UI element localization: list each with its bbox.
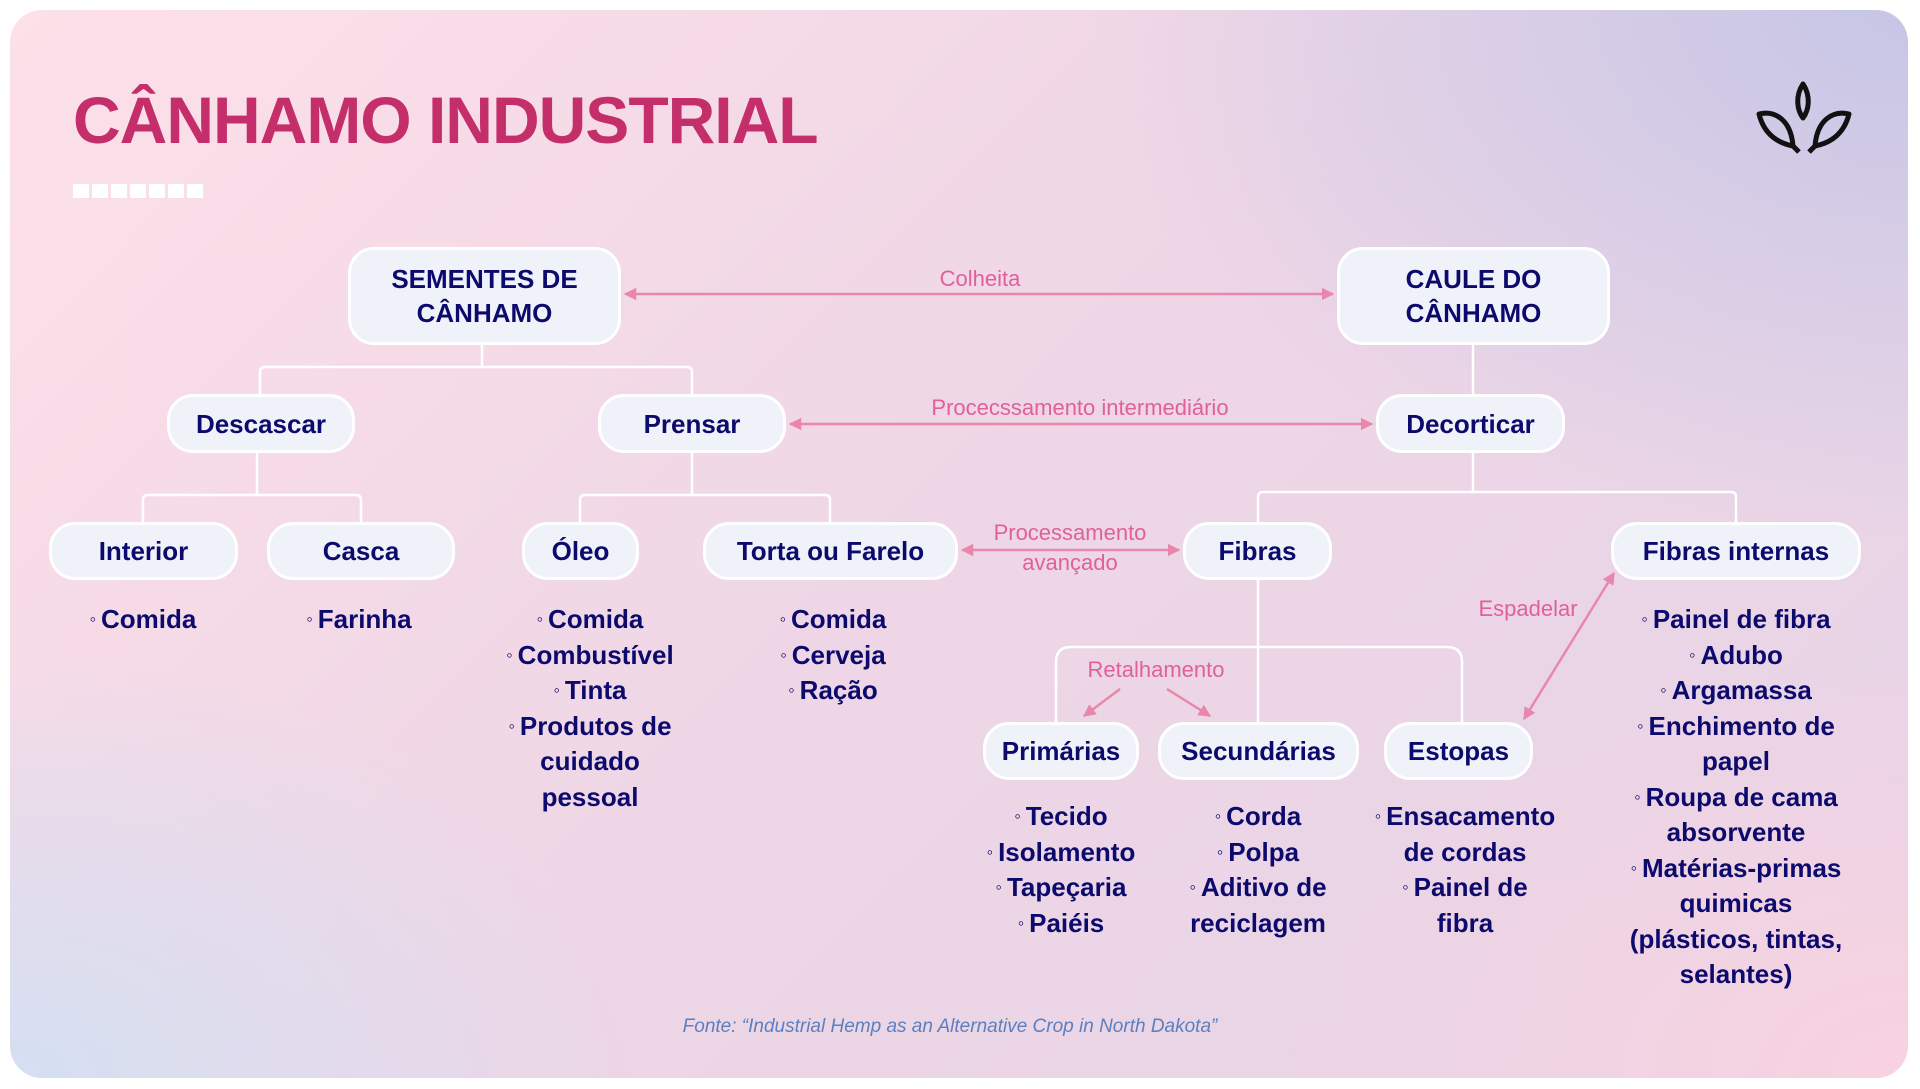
node-estopas: Estopas [1384, 722, 1533, 780]
decorative-squares [73, 184, 203, 198]
label-avancado-2: avançado [1022, 550, 1118, 575]
node-casca: Casca [267, 522, 455, 580]
label-intermediario: Procecssamento intermediário [931, 395, 1229, 420]
node-torta: Torta ou Farelo [703, 522, 958, 580]
node-sementes: SEMENTES DE CÂNHAMO [348, 247, 621, 345]
list-interior: Comida [90, 602, 196, 638]
node-secundarias: Secundárias [1158, 722, 1359, 780]
list-item: Produtos de [506, 709, 673, 745]
process-arrows [623, 287, 1616, 721]
list-item: de cordas [1403, 836, 1527, 867]
list-casca: Farinha [306, 602, 412, 638]
node-prensar: Prensar [598, 394, 786, 453]
node-interior: Interior [49, 522, 238, 580]
node-caule: CAULE DO CÂNHAMO [1337, 247, 1610, 345]
list-item: Aditivo de [1189, 870, 1327, 906]
list-item: Comida [780, 602, 886, 638]
list-item: Matérias-primas [1630, 851, 1842, 887]
sprout-leaves-icon [1756, 81, 1852, 154]
label-retalhamento: Retalhamento [1087, 657, 1225, 682]
list-item: Isolamento [987, 835, 1135, 871]
list-item: Roupa de cama [1630, 780, 1842, 816]
list-item: Polpa [1189, 835, 1326, 871]
list-item: Argamassa [1630, 673, 1842, 709]
list-estopas: Ensacamento de cordas Painel de fibra [1375, 799, 1555, 941]
list-item: absorvente [1666, 817, 1806, 847]
list-item: fibra [1436, 907, 1494, 938]
list-item: Ração [780, 673, 887, 709]
tree-lines [141, 345, 1738, 722]
list-oleo: Comida Combustível Tinta Produtos de cui… [506, 602, 674, 815]
list-torta: Comida Cerveja Ração [780, 602, 887, 709]
list-fibras-internas: Painel de fibra Adubo Argamassa Enchimen… [1630, 602, 1842, 993]
label-avancado-1: Processamento [993, 520, 1147, 545]
retalhamento-arrow-left [1083, 688, 1121, 717]
list-item: Farinha [306, 602, 412, 638]
list-item: quimicas [1679, 888, 1793, 918]
connectors [141, 287, 1738, 722]
node-fibras-internas: Fibras internas [1611, 522, 1861, 580]
node-oleo: Óleo [522, 522, 639, 580]
list-item: Combustível [506, 638, 674, 674]
list-item: (plásticos, tintas, [1629, 923, 1843, 954]
label-colheita: Colheita [939, 266, 1021, 291]
list-item: cuidado [540, 746, 640, 776]
node-descascar: Descascar [167, 394, 355, 453]
list-item: pessoal [541, 781, 639, 812]
list-item: Tinta [506, 673, 673, 709]
list-item: Tapeçaria [987, 870, 1136, 906]
list-item: selantes) [1679, 959, 1793, 989]
node-primarias: Primárias [983, 722, 1139, 780]
list-item: Corda [1189, 799, 1326, 835]
list-item: Comida [90, 602, 196, 638]
list-item: Cerveja [780, 638, 887, 674]
list-item: Ensacamento [1375, 799, 1555, 835]
list-item: Painel de [1375, 870, 1555, 906]
list-item: Paiéis [987, 906, 1136, 942]
list-item: reciclagem [1190, 907, 1326, 938]
node-decorticar: Decorticar [1376, 394, 1565, 453]
list-item: papel [1702, 746, 1770, 776]
list-item: Enchimento de [1630, 709, 1842, 745]
list-item: Adubo [1630, 638, 1842, 674]
espadelar-arrow [1522, 571, 1616, 721]
list-item: Painel de fibra [1630, 602, 1842, 638]
retalhamento-arrow-right [1166, 687, 1212, 718]
node-fibras: Fibras [1183, 522, 1332, 580]
page-title: CÂNHAMO INDUSTRIAL [73, 83, 819, 157]
list-primarias: Tecido Isolamento Tapeçaria Paiéis [987, 799, 1136, 942]
list-secundarias: Corda Polpa Aditivo de reciclagem [1189, 799, 1326, 941]
label-espadelar: Espadelar [1478, 596, 1578, 621]
source-citation: Fonte: “Industrial Hemp as an Alternativ… [682, 1016, 1218, 1037]
list-item: Tecido [987, 799, 1136, 835]
list-item: Comida [506, 602, 673, 638]
